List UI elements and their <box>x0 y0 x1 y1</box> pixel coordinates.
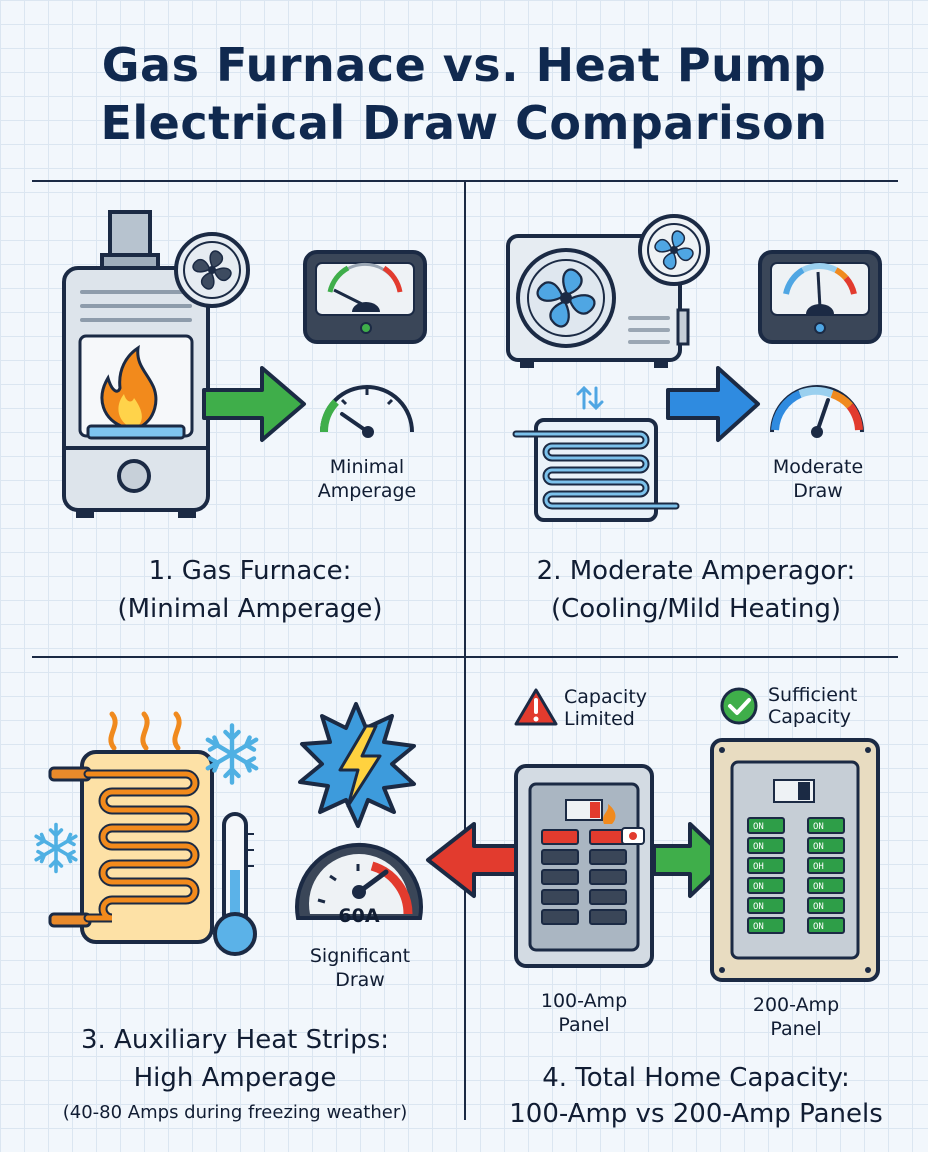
panel-100-amp-icon <box>514 764 654 968</box>
heat-pump-unit-icon <box>506 234 690 368</box>
breaker-switch <box>807 837 845 854</box>
breaker-switch <box>807 877 845 894</box>
heat-pump-caption-1: 2. Moderate Amperagor: <box>536 556 856 586</box>
check-circle-icon <box>720 687 758 725</box>
gas-furnace-icon <box>62 210 210 518</box>
exchange-arrows-icon <box>576 385 604 411</box>
breaker-label: ON <box>753 882 764 892</box>
breaker-label: OH <box>813 862 824 872</box>
high-amperage-gauge-icon <box>295 842 423 920</box>
breaker-switch <box>747 857 785 874</box>
gas-furnace-caption-1: 1. Gas Furnace: <box>148 556 352 586</box>
panel-200-breakers: ON ON ON ON OH OH ON ON ON ON ON ON <box>747 817 845 934</box>
furnace-fan-icon <box>174 232 250 308</box>
capacity-warning-label-1: Capacity <box>564 686 648 708</box>
breaker-switch <box>747 897 785 914</box>
heat-pump-fan-icon <box>638 214 710 286</box>
gas-furnace-caption-2: (Minimal Amperage) <box>117 594 383 624</box>
analog-meter-icon <box>303 250 427 344</box>
aux-gauge-label-1: Significant <box>309 945 411 967</box>
capacity-ok-label-1: Sufficient <box>768 684 858 706</box>
breaker-switch <box>747 817 785 834</box>
moderate-gauge-icon <box>770 385 864 438</box>
minimal-gauge-label-1: Minimal <box>329 456 405 478</box>
breaker-switch <box>807 857 845 874</box>
red-arrow-icon <box>426 822 518 898</box>
aux-heat-caption-1: 3. Auxiliary Heat Strips: <box>80 1025 390 1055</box>
aux-gauge-label-2: Draw <box>335 969 385 991</box>
moderate-gauge-label-1: Moderate <box>772 456 864 478</box>
green-arrow-icon <box>202 366 306 442</box>
breaker-label: ON <box>753 822 764 832</box>
breaker-switch <box>747 877 785 894</box>
snowflake-icon-right <box>208 725 256 782</box>
capacity-warning-label-2: Limited <box>564 708 635 730</box>
aux-heat-caption-2: High Amperage <box>133 1063 337 1093</box>
breaker-switch <box>747 917 785 934</box>
capacity-caption-1: 4. Total Home Capacity: <box>542 1063 850 1093</box>
panel-200-label-1: 200-Amp <box>752 994 840 1016</box>
panel-200-amp-icon <box>710 738 880 982</box>
panel-200-label-2: Panel <box>770 1018 822 1040</box>
minimal-gauge-label-2: Amperage <box>317 480 417 502</box>
aux-heat-caption-3: (40-80 Amps during freezing weather) <box>62 1102 408 1123</box>
breaker-switch <box>807 817 845 834</box>
breaker-switch <box>807 897 845 914</box>
breaker-label: ON <box>813 882 824 892</box>
breaker-label: ON <box>753 842 764 852</box>
vertical-divider <box>464 180 466 1120</box>
blue-arrow-icon <box>666 366 760 442</box>
warning-icon <box>514 688 558 726</box>
breaker-label: ON <box>813 842 824 852</box>
minimal-gauge-icon <box>319 385 414 438</box>
capacity-caption-2: 100-Amp vs 200-Amp Panels <box>509 1099 883 1129</box>
snowflake-icon-left <box>34 822 78 874</box>
panel-100-label-2: Panel <box>558 1014 610 1036</box>
heat-waves-icon <box>108 711 182 751</box>
cooling-coil-icon <box>512 418 680 522</box>
breaker-label: OH <box>753 862 764 872</box>
panel-100-label-1: 100-Amp <box>540 990 628 1012</box>
breaker-label: ON <box>753 902 764 912</box>
green-arrow-right-icon <box>652 822 730 898</box>
heat-strip-icon <box>48 750 214 944</box>
heat-pump-caption-2: (Cooling/Mild Heating) <box>551 594 841 624</box>
capacity-ok-label-2: Capacity <box>768 706 852 728</box>
breaker-switch <box>807 917 845 934</box>
thermometer-icon <box>213 812 257 956</box>
breaker-label: ON <box>813 822 824 832</box>
breaker-label: ON <box>813 922 824 932</box>
moderate-gauge-label-2: Draw <box>793 480 843 502</box>
heat-pump-meter-icon <box>758 250 882 344</box>
page-title-line-1: Gas Furnace vs. Heat Pump <box>101 38 827 92</box>
aux-gauge-value: 60A <box>338 905 380 927</box>
breaker-label: ON <box>753 922 764 932</box>
lightning-icon <box>298 702 416 828</box>
breaker-switch <box>747 837 785 854</box>
breaker-label: ON <box>813 902 824 912</box>
page-title-line-2: Electrical Draw Comparison <box>100 96 828 150</box>
